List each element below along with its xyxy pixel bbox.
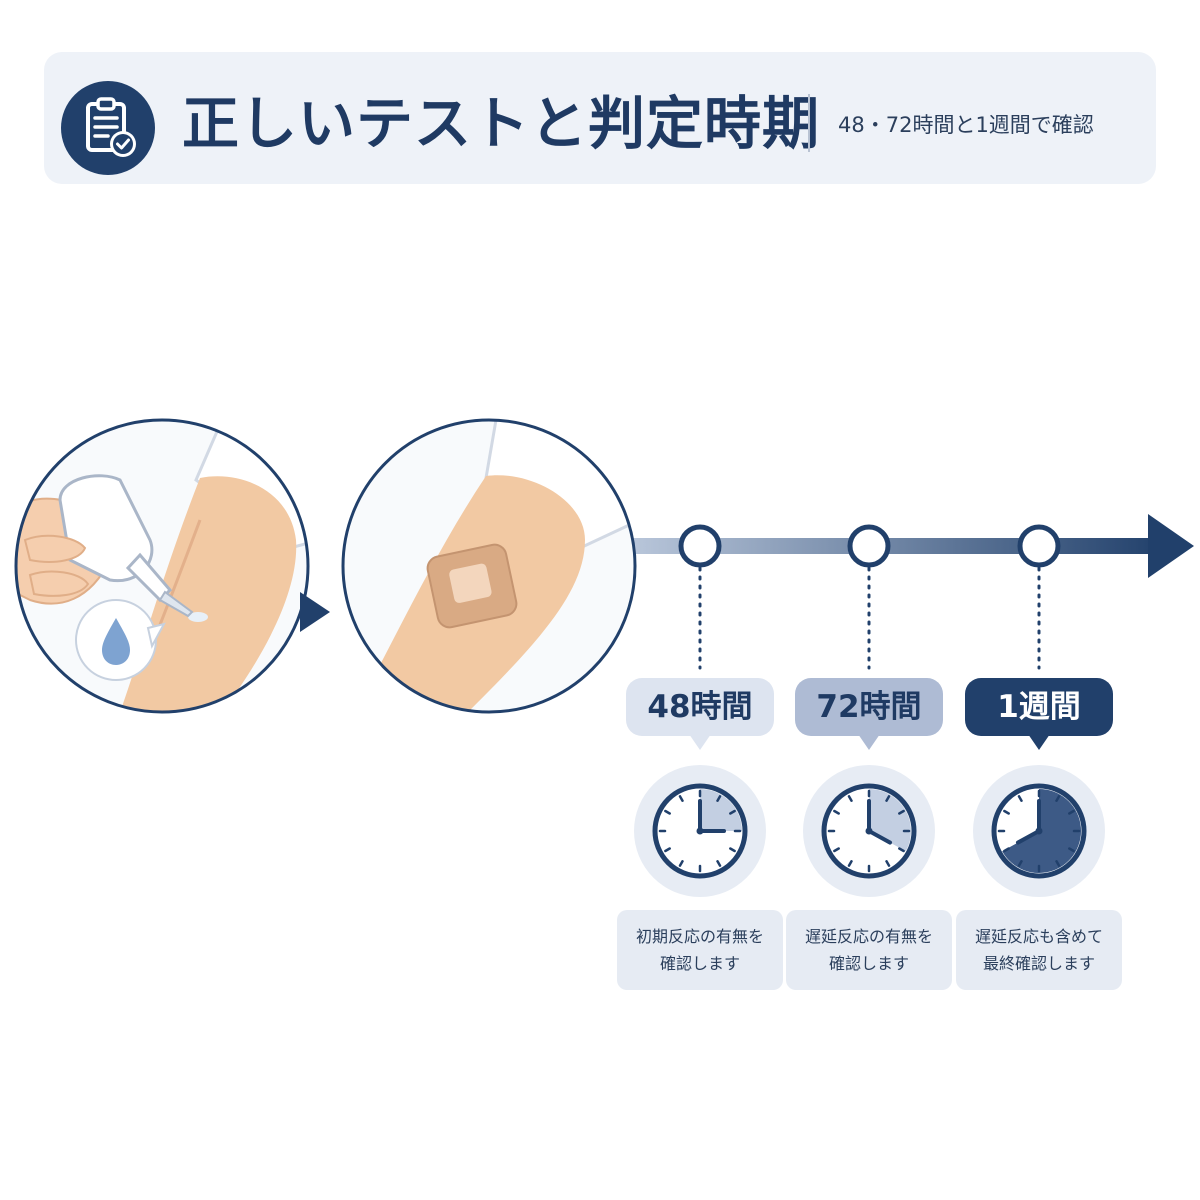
description-line: 遅延反応も含めて xyxy=(974,927,1103,946)
description-line: 確認します xyxy=(659,954,740,973)
clock-icon xyxy=(973,765,1105,897)
clock-icon xyxy=(634,765,766,897)
water-drop-icon xyxy=(75,599,166,681)
time-tag: 48時間 xyxy=(626,678,774,736)
tag-pointer xyxy=(1028,734,1050,750)
timeline-node xyxy=(847,524,891,568)
page-title: 正しいテストと判定時期 xyxy=(182,91,820,157)
time-tag: 72時間 xyxy=(795,678,943,736)
clipboard-check-icon xyxy=(61,81,155,175)
step-arrow-icon xyxy=(300,592,330,632)
checkpoint-description: 遅延反応の有無を確認します xyxy=(786,910,952,990)
checkpoint-description: 遅延反応も含めて最終確認します xyxy=(956,910,1122,990)
patch-icon xyxy=(426,543,518,629)
clock-icon xyxy=(803,765,935,897)
description-line: 初期反応の有無を xyxy=(635,927,764,946)
timeline-node xyxy=(1017,524,1061,568)
header-banner xyxy=(44,52,1156,184)
timeline-node xyxy=(678,524,722,568)
description-line: 最終確認します xyxy=(982,954,1095,973)
header-divider xyxy=(808,94,810,152)
illustration-patch-arm xyxy=(341,418,637,714)
illustration-apply-test xyxy=(14,418,310,714)
tag-pointer xyxy=(689,734,711,750)
page-subtitle: 48・72時間と1週間で確認 xyxy=(838,113,1094,137)
time-tag: 1週間 xyxy=(965,678,1113,736)
description-line: 遅延反応の有無を xyxy=(804,927,933,946)
description-line: 確認します xyxy=(828,954,909,973)
tag-pointer xyxy=(858,734,880,750)
dropper-bottle-icon xyxy=(58,474,194,618)
checkpoint-description: 初期反応の有無を確認します xyxy=(617,910,783,990)
